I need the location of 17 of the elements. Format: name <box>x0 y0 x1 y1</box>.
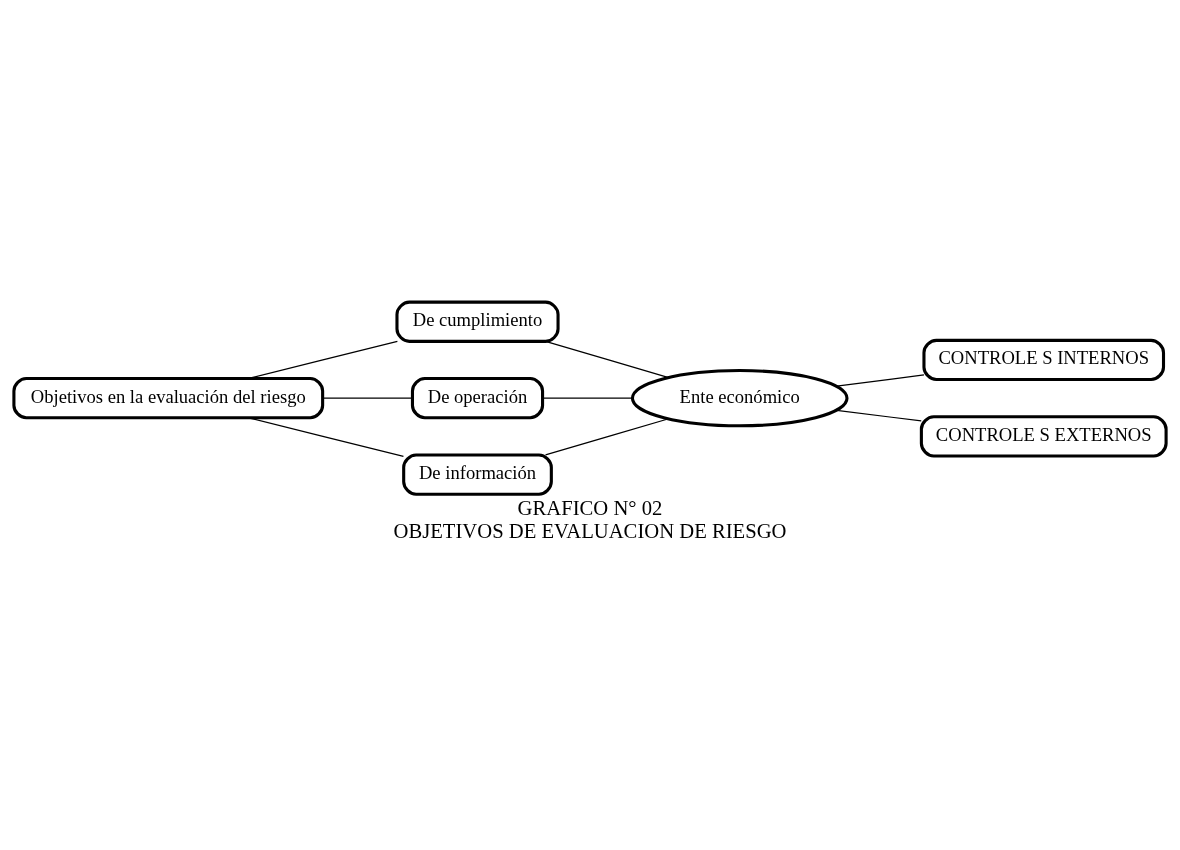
node-box: De operación <box>410 377 545 420</box>
node-box: Objetivos en la evaluación del riesgo <box>12 377 325 420</box>
node-box: CONTROLE S EXTERNOS <box>919 415 1168 458</box>
connector <box>247 417 405 457</box>
connector <box>544 418 669 456</box>
connector <box>322 397 414 399</box>
node-box: CONTROLE S INTERNOS <box>922 338 1166 382</box>
connector <box>544 340 669 378</box>
diagram-title: GRAFICO N° 02 <box>517 496 663 519</box>
node-box: De información <box>402 453 553 496</box>
caption: OBJETIVOS DE EVALUACION DE RIESGO <box>393 519 787 542</box>
connector <box>836 374 925 387</box>
connector <box>836 409 922 422</box>
node-box: De cumplimiento <box>395 300 560 343</box>
connector <box>247 340 398 380</box>
node-ellipse: Ente económico <box>630 369 849 428</box>
connector <box>542 397 633 399</box>
